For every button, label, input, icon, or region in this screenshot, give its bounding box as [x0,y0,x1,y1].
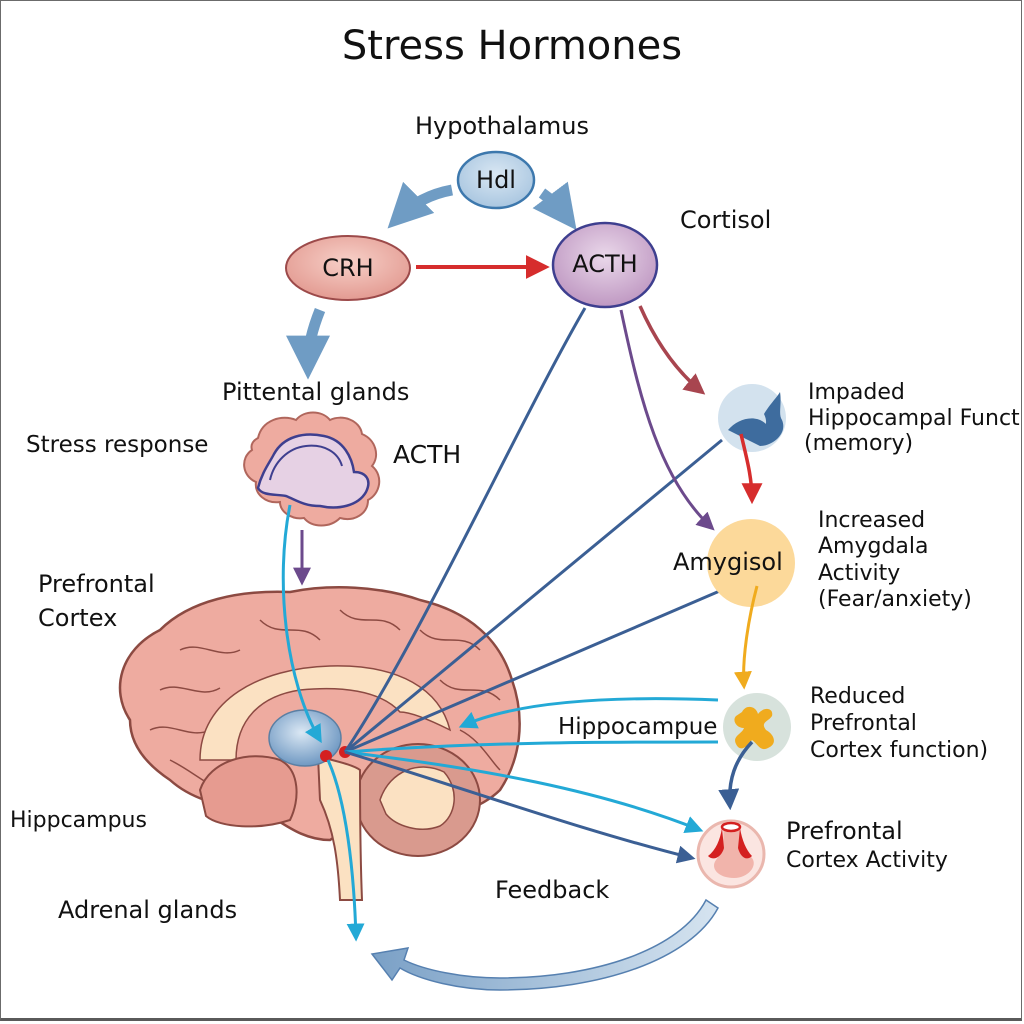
prefrontal-cortex-label-line1: Prefrontal [38,570,155,598]
amygisol-to-hypothalamus-line [344,588,723,754]
effect-line: Hippocampal Funct [808,405,1020,431]
hypothalamus-to-neuron-line [344,740,719,754]
hdl-node [456,150,536,210]
amygisol-to-neuron-arrow [733,585,759,690]
effect-line: (Fear/anxiety) [818,587,972,613]
brain-sagittal-illustration [118,586,521,901]
stress-response-label: Stress response [26,432,209,458]
impaded-to-hypothalamus-line [344,438,723,754]
crh-node [285,235,411,301]
amygisol-label: Amygisol [673,548,783,576]
hypothalamus-to-prefrontal-cyan [344,750,704,834]
adrenal-flask-icon [696,819,766,889]
neuron-to-prefrontal-arrow [718,740,754,811]
amygdala-circle-icon [707,519,795,607]
effect-reduced-prefrontal: Reduced Prefrontal Cortex function) [810,684,988,764]
adrenal-glands-label: Adrenal glands [58,896,238,924]
pituitary-to-thalamus-line [281,504,322,744]
effect-line: Amygdala [818,534,929,560]
feedback-label: Feedback [495,876,610,904]
acth-label: ACTH [572,250,638,278]
hippcampus-label: Hippcampus [10,808,147,833]
feedback-arrow [370,898,719,991]
hippocampus-curl-icon [718,384,786,452]
page-title: Stress Hormones [341,23,683,69]
effect-line: Cortex Activity [786,848,948,874]
effect-impaded-hippocampal: Impaded Hippocampal Funct (memory) [804,380,1020,457]
acth-node [551,221,659,309]
effect-prefrontal-activity: Prefrontal Cortex Activity [786,816,948,876]
pittental-glands-label: Pittental glands [222,378,410,406]
effect-line: Increased [818,508,926,533]
acth-to-hypothalamus-line [343,307,587,753]
prefrontal-cortex-label-line2: Cortex [38,604,118,632]
hypothalamus-dot-1 [320,750,332,762]
pituitary-brain-icon [243,411,381,527]
effect-line: (memory) [804,431,914,457]
neuron-icon [723,693,791,761]
effect-line: Reduced [810,684,906,709]
brainstem-to-adrenal-line [326,759,365,942]
impaded-to-amygisol-arrow [739,433,763,505]
hdl-to-acth-arrow [532,181,577,231]
hypothalamus-to-prefrontal-navy [344,750,696,864]
crh-label: CRH [322,254,374,282]
cortisol-label: Cortisol [680,206,772,234]
effect-increased-amygdala: Increased Amygdala Activity (Fear/anxiet… [818,508,972,614]
effect-line: Prefrontal [786,817,903,845]
effect-line: Impaded [808,380,905,405]
acth-side-label: ACTH [393,440,462,469]
acth-to-amygisol-arrow [619,309,715,531]
effect-line: Activity [818,560,901,586]
hypothalamus-label: Hypothalamus [415,112,589,140]
hippocampue-return-line [458,697,719,729]
effect-line: Cortex function) [810,737,989,763]
crh-to-pituitary-arrow [286,307,331,380]
hdl-label: Hdl [476,166,516,194]
hippocampue-label: Hippocampue [558,714,718,740]
acth-to-impaded-arrow [638,305,706,395]
effect-line: Prefrontal [810,710,917,736]
hdl-to-crh-arrow [387,181,454,229]
